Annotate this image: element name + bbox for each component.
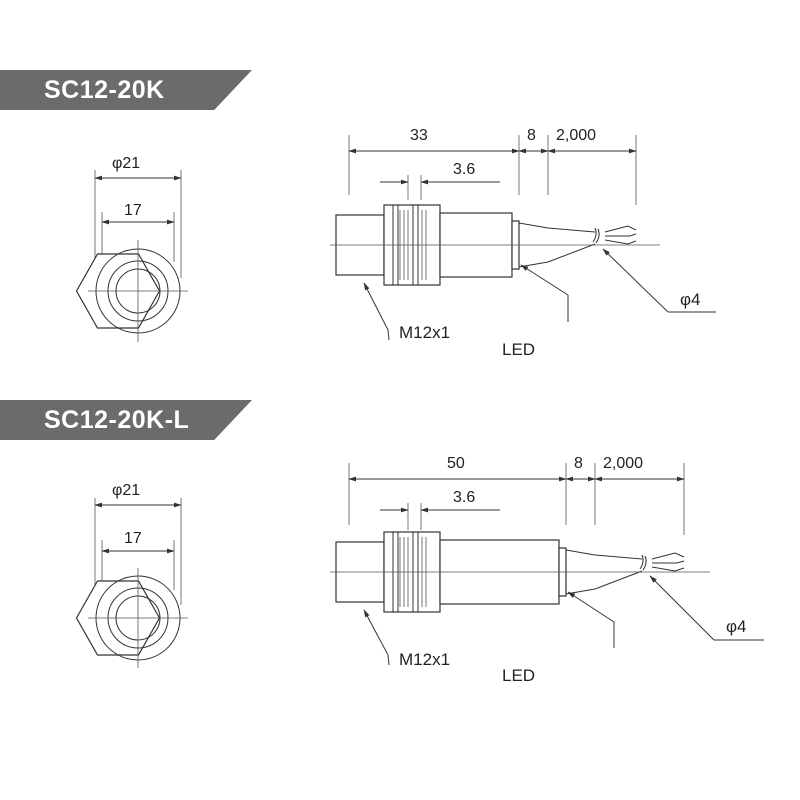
length-label-1: 33 [410, 127, 428, 144]
gap-label-1: 8 [527, 127, 536, 144]
led-label-2: LED [502, 666, 535, 685]
model-title-2: SC12-20K-L [44, 406, 190, 434]
front-view-1: φ21 17 [75, 155, 188, 342]
length-label-2: 50 [447, 455, 465, 472]
front-dia-label-1: φ21 [112, 155, 140, 172]
cable-length-label-1: 2,000 [556, 127, 596, 144]
side-view-2: 50 8 2,000 3.6 M12x1 LED φ4 [330, 455, 764, 685]
front-view-2: φ21 17 [75, 482, 188, 668]
thread-label-2: M12x1 [399, 650, 450, 669]
side-view-1: 33 8 2,000 3.6 M12x1 LED φ4 [330, 127, 716, 359]
gap-label-2: 8 [574, 455, 583, 472]
nut-thk-label-2: 3.6 [453, 489, 475, 506]
model-title-1: SC12-20K [44, 76, 165, 104]
cable-length-label-2: 2,000 [603, 455, 643, 472]
front-flats-label-1: 17 [124, 202, 142, 219]
front-flats-label-2: 17 [124, 530, 142, 547]
cable-dia-label-2: φ4 [726, 617, 746, 636]
front-dia-label-2: φ21 [112, 482, 140, 499]
model-banner-2: SC12-20K-L [0, 400, 252, 440]
led-label-1: LED [502, 340, 535, 359]
cable-dia-label-1: φ4 [680, 290, 700, 309]
nut-thk-label-1: 3.6 [453, 161, 475, 178]
model-banner-1: SC12-20K [0, 70, 252, 110]
thread-label-1: M12x1 [399, 323, 450, 342]
